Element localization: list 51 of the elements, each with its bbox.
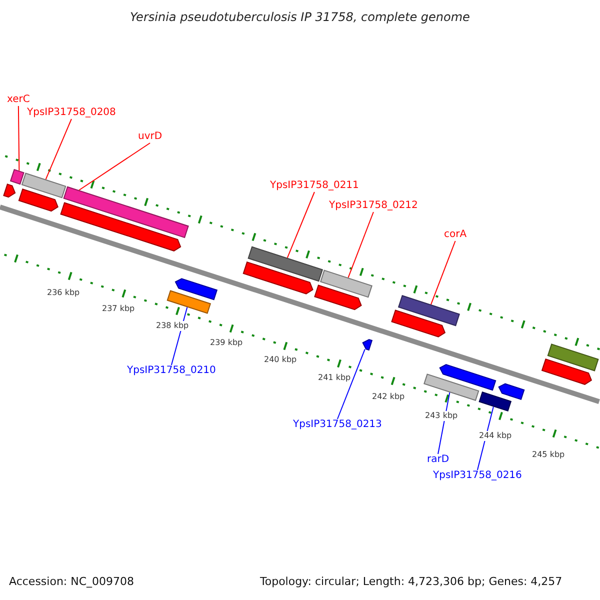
leader-line [45, 118, 72, 180]
title: Yersinia pseudotuberculosis IP 31758, complete genome [129, 11, 471, 23]
scale-label: 240 kbp [264, 355, 297, 365]
scale-label: 242 kbp [372, 392, 405, 402]
leader-line [78, 142, 151, 191]
gene-feature [547, 344, 599, 372]
gene-feature [242, 261, 314, 294]
leader-line [18, 106, 20, 172]
gene-feature [314, 284, 362, 310]
scale-label: 238 kbp [156, 321, 189, 331]
gene-label: YpsIP31758_0213 [293, 420, 382, 430]
gene-feature [398, 295, 460, 326]
gene-label: uvrD [138, 132, 162, 142]
leader-line [336, 348, 366, 420]
gene-feature [498, 383, 525, 400]
scale-label: 237 kbp [102, 304, 135, 314]
gene-feature [320, 270, 372, 298]
genome-summary: Topology: circular; Length: 4,723,306 bp; Genes: 4,257 [260, 576, 562, 587]
gene-label: corA [444, 230, 467, 240]
scale-label: 245 kbp [532, 450, 565, 460]
leader-line [348, 212, 374, 278]
gene-label: YpsIP31758_0208 [27, 108, 116, 118]
gene-feature [391, 310, 446, 338]
scale-label: 241 kbp [318, 373, 351, 383]
gene-label: YpsIP31758_0212 [329, 201, 418, 211]
gene-feature [63, 186, 189, 238]
gene-feature [60, 202, 182, 252]
gene-label: YpsIP31758_0210 [127, 366, 216, 376]
scale-label: 243 kbp [425, 411, 458, 421]
gene-feature [439, 364, 496, 391]
gene-feature [18, 188, 58, 212]
gene-feature [166, 290, 212, 314]
scale-label: 239 kbp [210, 338, 243, 348]
gene-feature [248, 246, 324, 282]
gene-label: xerC [7, 95, 30, 105]
gene-feature [21, 172, 66, 198]
leader-line [430, 240, 456, 305]
gene-feature [10, 168, 24, 185]
gene-feature [174, 278, 218, 300]
gene-feature [541, 358, 592, 385]
gene-feature [362, 339, 373, 351]
gene-label: YpsIP31758_0216 [433, 471, 522, 481]
gene-feature [3, 184, 16, 198]
gene-label: rarD [427, 455, 450, 465]
gene-feature [424, 374, 480, 402]
accession-text: Accession: NC_009708 [9, 576, 134, 587]
leader-line [286, 192, 315, 258]
gene-feature [478, 392, 512, 412]
scale-label: 236 kbp [47, 288, 80, 298]
scale-label: 244 kbp [479, 431, 512, 441]
gene-label: YpsIP31758_0211 [270, 181, 359, 191]
